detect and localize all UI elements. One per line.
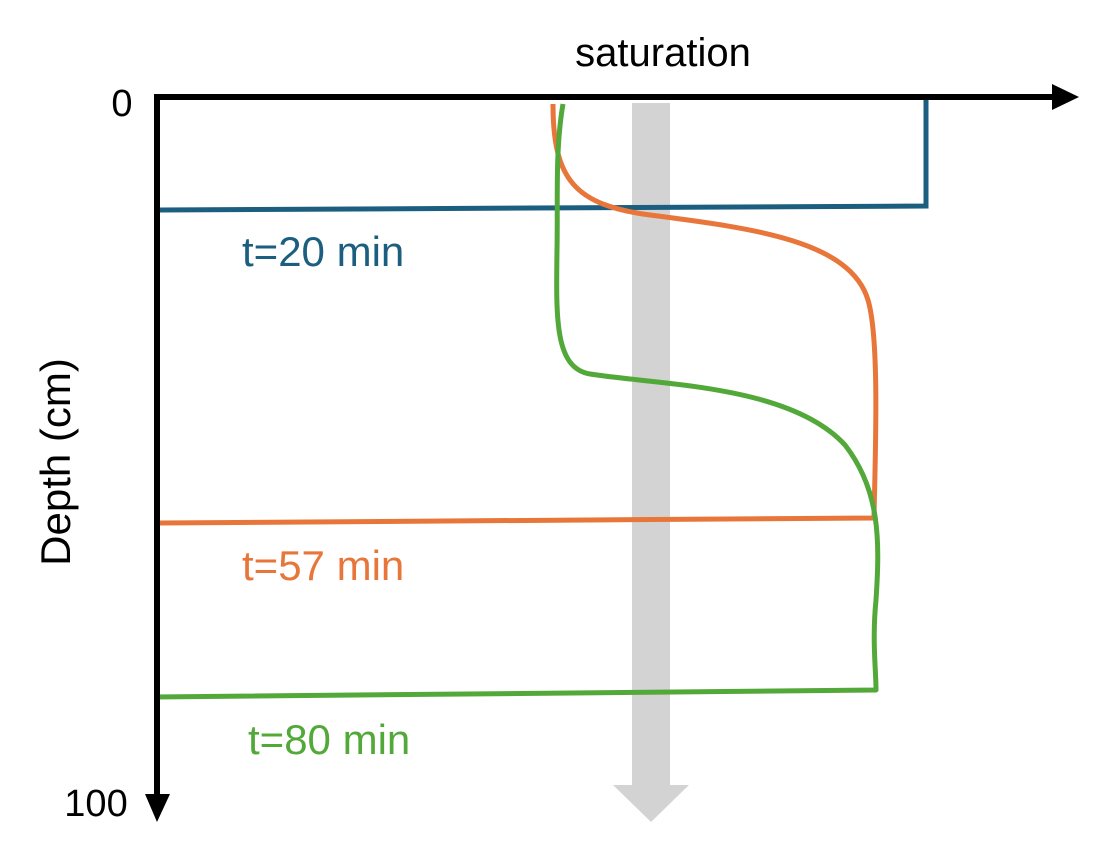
x-axis — [155, 84, 1079, 110]
flow-arrow-head — [613, 785, 689, 822]
profile-t20-label: t=20 min — [242, 228, 404, 275]
x-axis-start-tick: 0 — [111, 83, 132, 125]
profile-t80-label: t=80 min — [248, 716, 410, 763]
profile-t57-label: t=57 min — [242, 542, 404, 589]
y-axis — [145, 94, 170, 822]
profile-t80-line — [154, 103, 881, 700]
y-axis-end-tick: 100 — [64, 783, 127, 825]
profile-t57-line — [159, 103, 879, 526]
profile-t20-line — [159, 96, 929, 213]
x-axis-label: saturation — [575, 31, 751, 75]
x-axis-arrowhead — [1052, 84, 1079, 110]
y-axis-label: Depth (cm) — [32, 358, 79, 566]
y-axis-arrowhead — [145, 794, 170, 822]
